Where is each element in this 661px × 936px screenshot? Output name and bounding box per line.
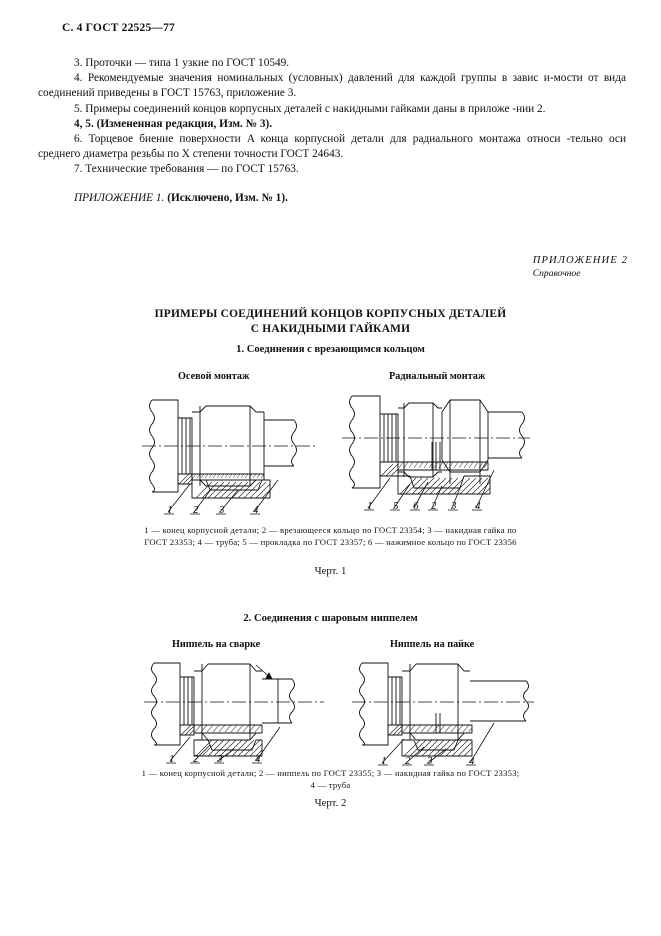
figure-1-number: Черт. 1	[314, 565, 347, 577]
axial-mount-svg: 1 2 3 4	[142, 399, 318, 516]
welded-nipple-svg: 1 2 3 4	[144, 662, 324, 765]
annex-1-status: (Исключено, Изм. № 1).	[167, 192, 288, 204]
page-title-line-1: ПРИМЕРЫ СОЕДИНЕНИЙ КОНЦОВ КОРПУСНЫХ ДЕТА…	[154, 308, 507, 320]
subhead-radial-mount: Радиальный монтаж	[389, 371, 486, 382]
callout-3: 3	[216, 753, 223, 765]
callout-3: 3	[450, 500, 457, 512]
figure-2-welded-nipple-drawing: 1 2 3 4	[140, 657, 330, 769]
radial-mount-svg: 1 5 6 2 3 4	[342, 395, 530, 512]
callout-4: 4	[253, 504, 259, 516]
callout-4: 4	[475, 500, 481, 512]
clause-4-5-revision-note: 4, 5. (Измененная редакция, Изм. № 3).	[74, 117, 273, 130]
callout-6: 6	[413, 500, 419, 512]
clause-5: 5. Примеры соединений концов корпусных д…	[74, 102, 546, 115]
figure-2-soldered-nipple-drawing: 1 2 3 4	[348, 657, 538, 769]
annex-1-label: ПРИЛОЖЕНИЕ 1.	[74, 192, 165, 204]
callout-1: 1	[381, 755, 387, 767]
soldered-nipple-svg: 1 2 3 4	[352, 662, 534, 767]
subhead-soldered-nipple: Ниппель на пайке	[390, 639, 475, 650]
annex-2-header: ПРИЛОЖЕНИЕ 2 Справочное	[533, 254, 628, 280]
callout-1: 1	[367, 500, 373, 512]
figure-2-caption: 1 — конец корпусной детали; 2 — ниппель …	[141, 768, 520, 790]
figure-1-radial-mount-drawing: 1 5 6 2 3 4	[336, 386, 536, 520]
clause-4: 4. Рекомендуемые значения номинальных (у…	[38, 72, 626, 100]
clause-6: 6. Торцевое биение поверхности A конца к…	[38, 133, 626, 161]
figure-1-axial-mount-drawing: 1 2 3 4	[138, 392, 328, 520]
annex-2-title: ПРИЛОЖЕНИЕ 2	[532, 255, 628, 266]
callout-3: 3	[426, 755, 433, 767]
subhead-axial-mount: Осевой монтаж	[178, 371, 250, 382]
annex-1-line: ПРИЛОЖЕНИЕ 1. (Исключено, Изм. № 1).	[74, 192, 288, 204]
callout-1: 1	[169, 753, 175, 765]
running-head: С. 4 ГОСТ 22525—77	[62, 22, 175, 34]
clause-3: 3. Проточки — типа 1 узкие по ГОСТ 10549…	[74, 57, 290, 69]
callout-3: 3	[218, 504, 225, 516]
body-text-block: 3. Проточки — типа 1 узкие по ГОСТ 10549…	[38, 56, 626, 178]
callout-2: 2	[405, 755, 411, 767]
figure-1-caption: 1 — конец корпусной детали; 2 — врезающе…	[144, 525, 517, 547]
callout-2: 2	[193, 753, 199, 765]
callout-2: 2	[193, 504, 199, 516]
figure-2-number: Черт. 2	[314, 797, 347, 809]
callout-4: 4	[255, 753, 261, 765]
callout-1: 1	[167, 504, 173, 516]
callout-5: 5	[393, 500, 399, 512]
callout-2: 2	[431, 500, 437, 512]
section-1-title: 1. Соединения с врезающимся кольцом	[236, 344, 425, 355]
clause-7: 7. Технические требования — по ГОСТ 1576…	[74, 163, 299, 176]
subhead-welded-nipple: Ниппель на сварке	[172, 639, 261, 650]
section-2-title: 2. Соединения с шаровым ниппелем	[243, 613, 418, 624]
page-title-line-2: С НАКИДНЫМИ ГАЙКАМИ	[250, 322, 411, 335]
page-title: ПРИМЕРЫ СОЕДИНЕНИЙ КОНЦОВ КОРПУСНЫХ ДЕТА…	[0, 307, 661, 336]
callout-4: 4	[469, 755, 475, 767]
annex-2-subtitle: Справочное	[532, 268, 581, 279]
